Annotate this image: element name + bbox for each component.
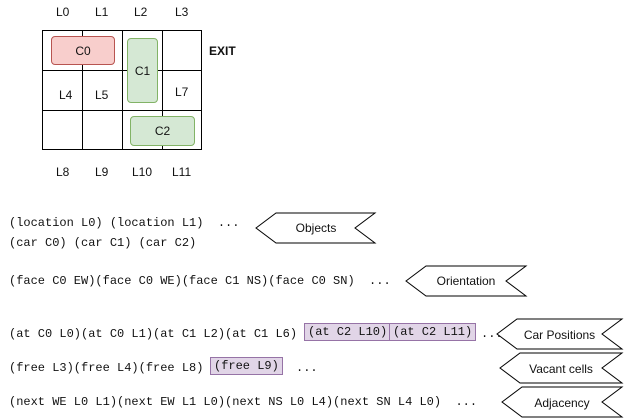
vacant-line: (free L3)(free L4)(free L8) bbox=[9, 361, 204, 375]
vacant-ellipsis: ... bbox=[296, 361, 318, 375]
col-label-l11: L11 bbox=[172, 165, 192, 179]
cell-l3 bbox=[162, 30, 202, 71]
col-label-l3: L3 bbox=[175, 5, 189, 19]
car-c0: C0 bbox=[51, 36, 115, 65]
adjacency-line: (next WE L0 L1)(next EW L1 L0)(next NS L… bbox=[9, 395, 478, 409]
col-label-l9: L9 bbox=[95, 165, 109, 179]
col-label-l8: L8 bbox=[56, 165, 70, 179]
parking-grid: L4 L5 L7 C0 C1 C2 bbox=[42, 30, 202, 150]
vacant-tag: Vacant cells bbox=[529, 362, 593, 376]
col-label-l2: L2 bbox=[134, 5, 148, 19]
cell-label-l7: L7 bbox=[175, 85, 189, 99]
cell-l5 bbox=[82, 70, 123, 111]
exit-label: EXIT bbox=[209, 44, 236, 58]
orientation-tag: Orientation bbox=[436, 274, 496, 288]
positions-ellipsis: ... bbox=[481, 327, 503, 341]
cell-label-l4: L4 bbox=[59, 88, 73, 102]
car-c1: C1 bbox=[127, 38, 158, 103]
col-label-l1: L1 bbox=[95, 5, 109, 19]
orientation-line: (face C0 EW)(face C0 WE)(face C1 NS)(fac… bbox=[9, 274, 391, 288]
objects-tag: Objects bbox=[295, 221, 337, 235]
car-c2: C2 bbox=[130, 116, 195, 146]
col-label-l10: L10 bbox=[132, 165, 153, 179]
objects-line1: (location L0) (location L1) ... bbox=[9, 216, 240, 230]
positions-highlight-c2-l11: (at C2 L11) bbox=[389, 323, 477, 341]
positions-tag: Car Positions bbox=[523, 328, 596, 342]
positions-line: (at C0 L0)(at C0 L1)(at C1 L2)(at C1 L6) bbox=[9, 327, 298, 341]
vacant-highlight-l9: (free L9) bbox=[210, 357, 283, 375]
positions-highlight-c2-l10: (at C2 L10) bbox=[304, 323, 392, 341]
cell-label-l5: L5 bbox=[95, 88, 109, 102]
objects-line2: (car C0) (car C1) (car C2) bbox=[9, 236, 197, 250]
cell-l9 bbox=[82, 110, 123, 150]
col-label-l0: L0 bbox=[56, 5, 70, 19]
adjacency-tag: Adjacency bbox=[534, 396, 590, 410]
cell-l4 bbox=[42, 70, 83, 111]
